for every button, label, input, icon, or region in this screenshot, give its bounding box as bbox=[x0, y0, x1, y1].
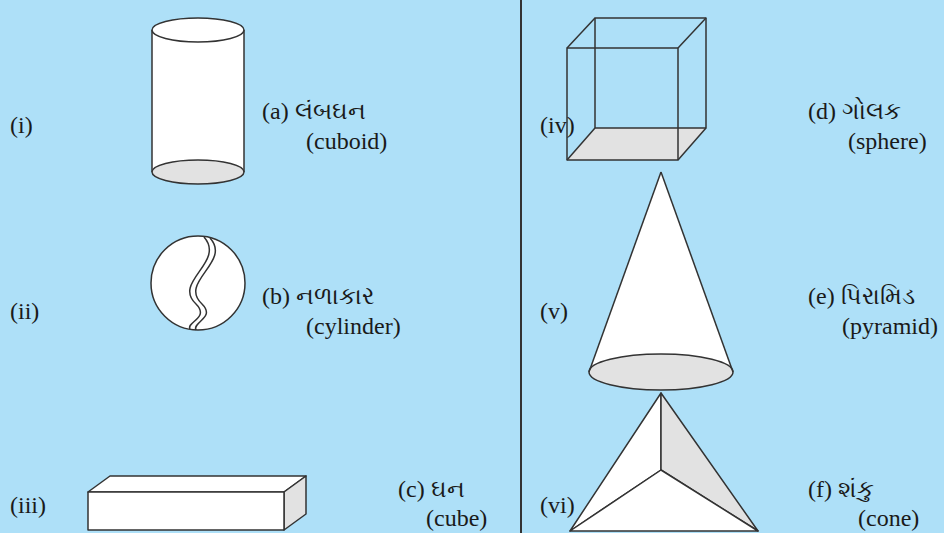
cone-figure bbox=[589, 172, 733, 390]
shape-name-english: (pyramid) bbox=[842, 313, 938, 339]
shape-number: (iii) bbox=[10, 492, 46, 518]
shape-name: (e) પિરામિડ bbox=[808, 283, 915, 309]
sphere-figure bbox=[151, 236, 245, 330]
shape-number: (ii) bbox=[10, 298, 39, 324]
shape-name-english: (cone) bbox=[858, 505, 919, 531]
shape-name-english: (cube) bbox=[426, 505, 487, 531]
shape-name: (a) લંબઘન bbox=[262, 98, 366, 124]
shape-name-english: (cuboid) bbox=[306, 128, 387, 154]
cylinder-figure bbox=[152, 18, 244, 184]
shape-number: (i) bbox=[10, 112, 33, 138]
cuboid-figure bbox=[88, 476, 306, 530]
shape-name: (d) ગોલક bbox=[808, 98, 901, 124]
shape-number: (vi) bbox=[540, 492, 575, 518]
shape-name: (b) નળાકાર bbox=[262, 283, 374, 309]
shape-name-english: (sphere) bbox=[848, 128, 927, 154]
shape-name: (c) ઘન bbox=[398, 476, 465, 502]
pyramid-figure bbox=[570, 393, 758, 531]
shape-name-english: (cylinder) bbox=[306, 313, 401, 339]
divider-line bbox=[520, 0, 522, 533]
shape-number: (iv) bbox=[540, 112, 575, 138]
cube-figure bbox=[567, 18, 706, 160]
shape-number: (v) bbox=[540, 298, 568, 324]
shape-name: (f) શંકુ bbox=[808, 476, 874, 502]
